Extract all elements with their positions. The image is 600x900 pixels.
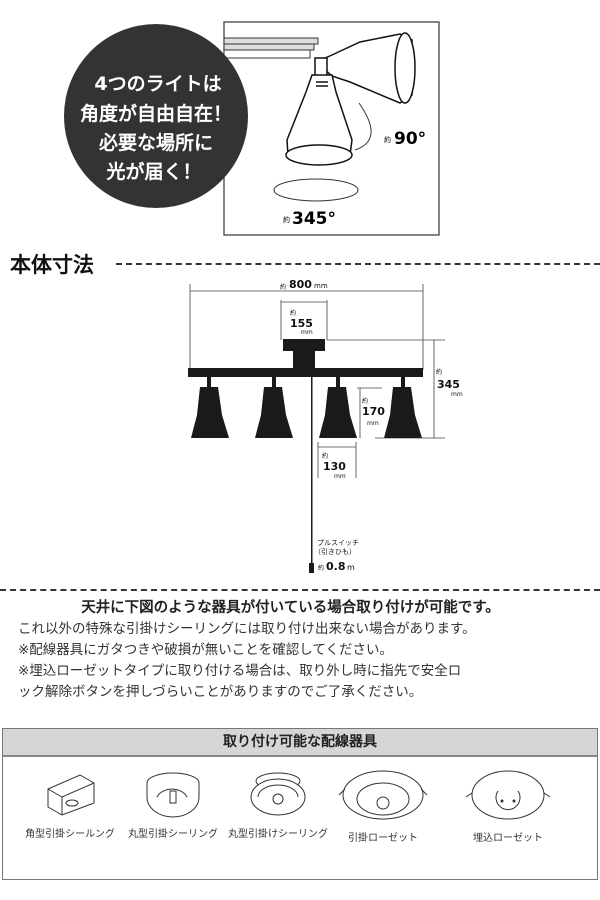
ceiling-rail (223, 37, 319, 59)
section-title: 本体寸法 (10, 253, 94, 277)
section-divider (0, 589, 600, 591)
note-line: ック解除ボタンを押しづらいことがありますのでご了承ください。 (18, 684, 423, 700)
height-unit: mm (451, 391, 463, 398)
approx-label: 約 (322, 452, 328, 460)
dimension-diagram: 約 800 mm 約 155 mm 約 345 mm 約 170 mm 約 13… (188, 278, 463, 573)
fixture-label: 埋込ローゼット (473, 833, 543, 844)
hook-rosette-icon (338, 770, 428, 820)
notes-heading: 天井に下図のような器具が付いている場合取り付けが可能です。 (81, 600, 500, 616)
fixture-label: 角型引掛シールング (25, 829, 115, 840)
pull-length-value: 0.8 (326, 560, 346, 573)
rotate-value: 345° (292, 209, 336, 229)
fixture-label: 丸型引掛シーリング (128, 829, 218, 840)
bubble-line: 必要な場所に (98, 131, 213, 154)
pull-switch-sub: （引きひも） (314, 547, 356, 556)
approx-label: 約 (280, 283, 286, 291)
approx-label: 約 (290, 309, 296, 317)
tilt-approx: 約 (384, 135, 391, 144)
bubble-line: 角度が自由自在！ (80, 102, 232, 125)
pull-switch-label: プルスイッチ (317, 539, 359, 547)
shade-width-value: 130 (323, 460, 346, 473)
hero-illustration: 約 90° 約 345° 4つのライトは 角度が自由自在！ 必要な場所に 光が届… (64, 21, 440, 236)
height-value: 345 (437, 378, 460, 391)
fixture-item: 丸型引掛けシーリング (223, 767, 333, 840)
square-ceiling-icon (47, 774, 95, 816)
panel-heading: 取り付け可能な配線器具 (3, 729, 597, 757)
fixture-item: 角型引掛シールング (15, 767, 125, 840)
width-value: 800 (289, 278, 312, 291)
canopy-value: 155 (290, 317, 313, 330)
approx-label: 約 (362, 397, 368, 405)
fixture-label: 丸型引掛けシーリング (228, 829, 328, 840)
pull-length-unit: m (347, 563, 355, 572)
approx-label: 約 (436, 368, 442, 376)
tilt-arrow-icon (354, 102, 372, 151)
note-line: ※配線器具にガタつきや破損が無いことを確認してください。 (18, 642, 394, 658)
fixture-silhouette (188, 339, 423, 573)
shade-width-unit: mm (334, 473, 346, 480)
round-hook-ceiling-icon (250, 772, 306, 816)
fixture-item: 埋込ローゼット (453, 767, 563, 844)
section-divider (116, 263, 600, 265)
fixture-item: 丸型引掛シーリング (118, 767, 228, 840)
note-line: これ以外の特殊な引掛けシーリングには取り付け出来ない場合があります。 (18, 621, 476, 637)
note-line: ※埋込ローゼットタイプに取り付ける場合は、取り外し時に指先で安全ロ (18, 663, 462, 679)
shade-height-value: 170 (362, 405, 385, 418)
flush-rosette-icon (465, 770, 551, 820)
feature-bubble (64, 24, 248, 208)
rotate-approx: 約 (283, 215, 290, 224)
bubble-line: 4つのライトは (94, 73, 221, 95)
bubble-line: 光が届く！ (105, 160, 201, 183)
fixture-item: 引掛ローゼット (328, 767, 438, 844)
compatible-fixtures-panel: 取り付け可能な配線器具 角型引掛シールング 丸型引掛シーリング 丸型引掛けシーリ… (2, 728, 598, 880)
rotate-arrow-icon (273, 178, 359, 202)
fixture-label: 引掛ローゼット (348, 833, 418, 844)
lamp-icon (285, 32, 416, 166)
width-unit: mm (314, 282, 328, 290)
tilt-value: 90° (394, 129, 426, 149)
canopy-unit: mm (301, 329, 313, 336)
installation-notes: 天井に下図のような器具が付いている場合取り付けが可能です。 これ以外の特殊な引掛… (18, 598, 593, 703)
approx-label: 約 (318, 564, 324, 572)
shade-height-unit: mm (367, 420, 379, 427)
round-ceiling-icon (146, 772, 200, 818)
